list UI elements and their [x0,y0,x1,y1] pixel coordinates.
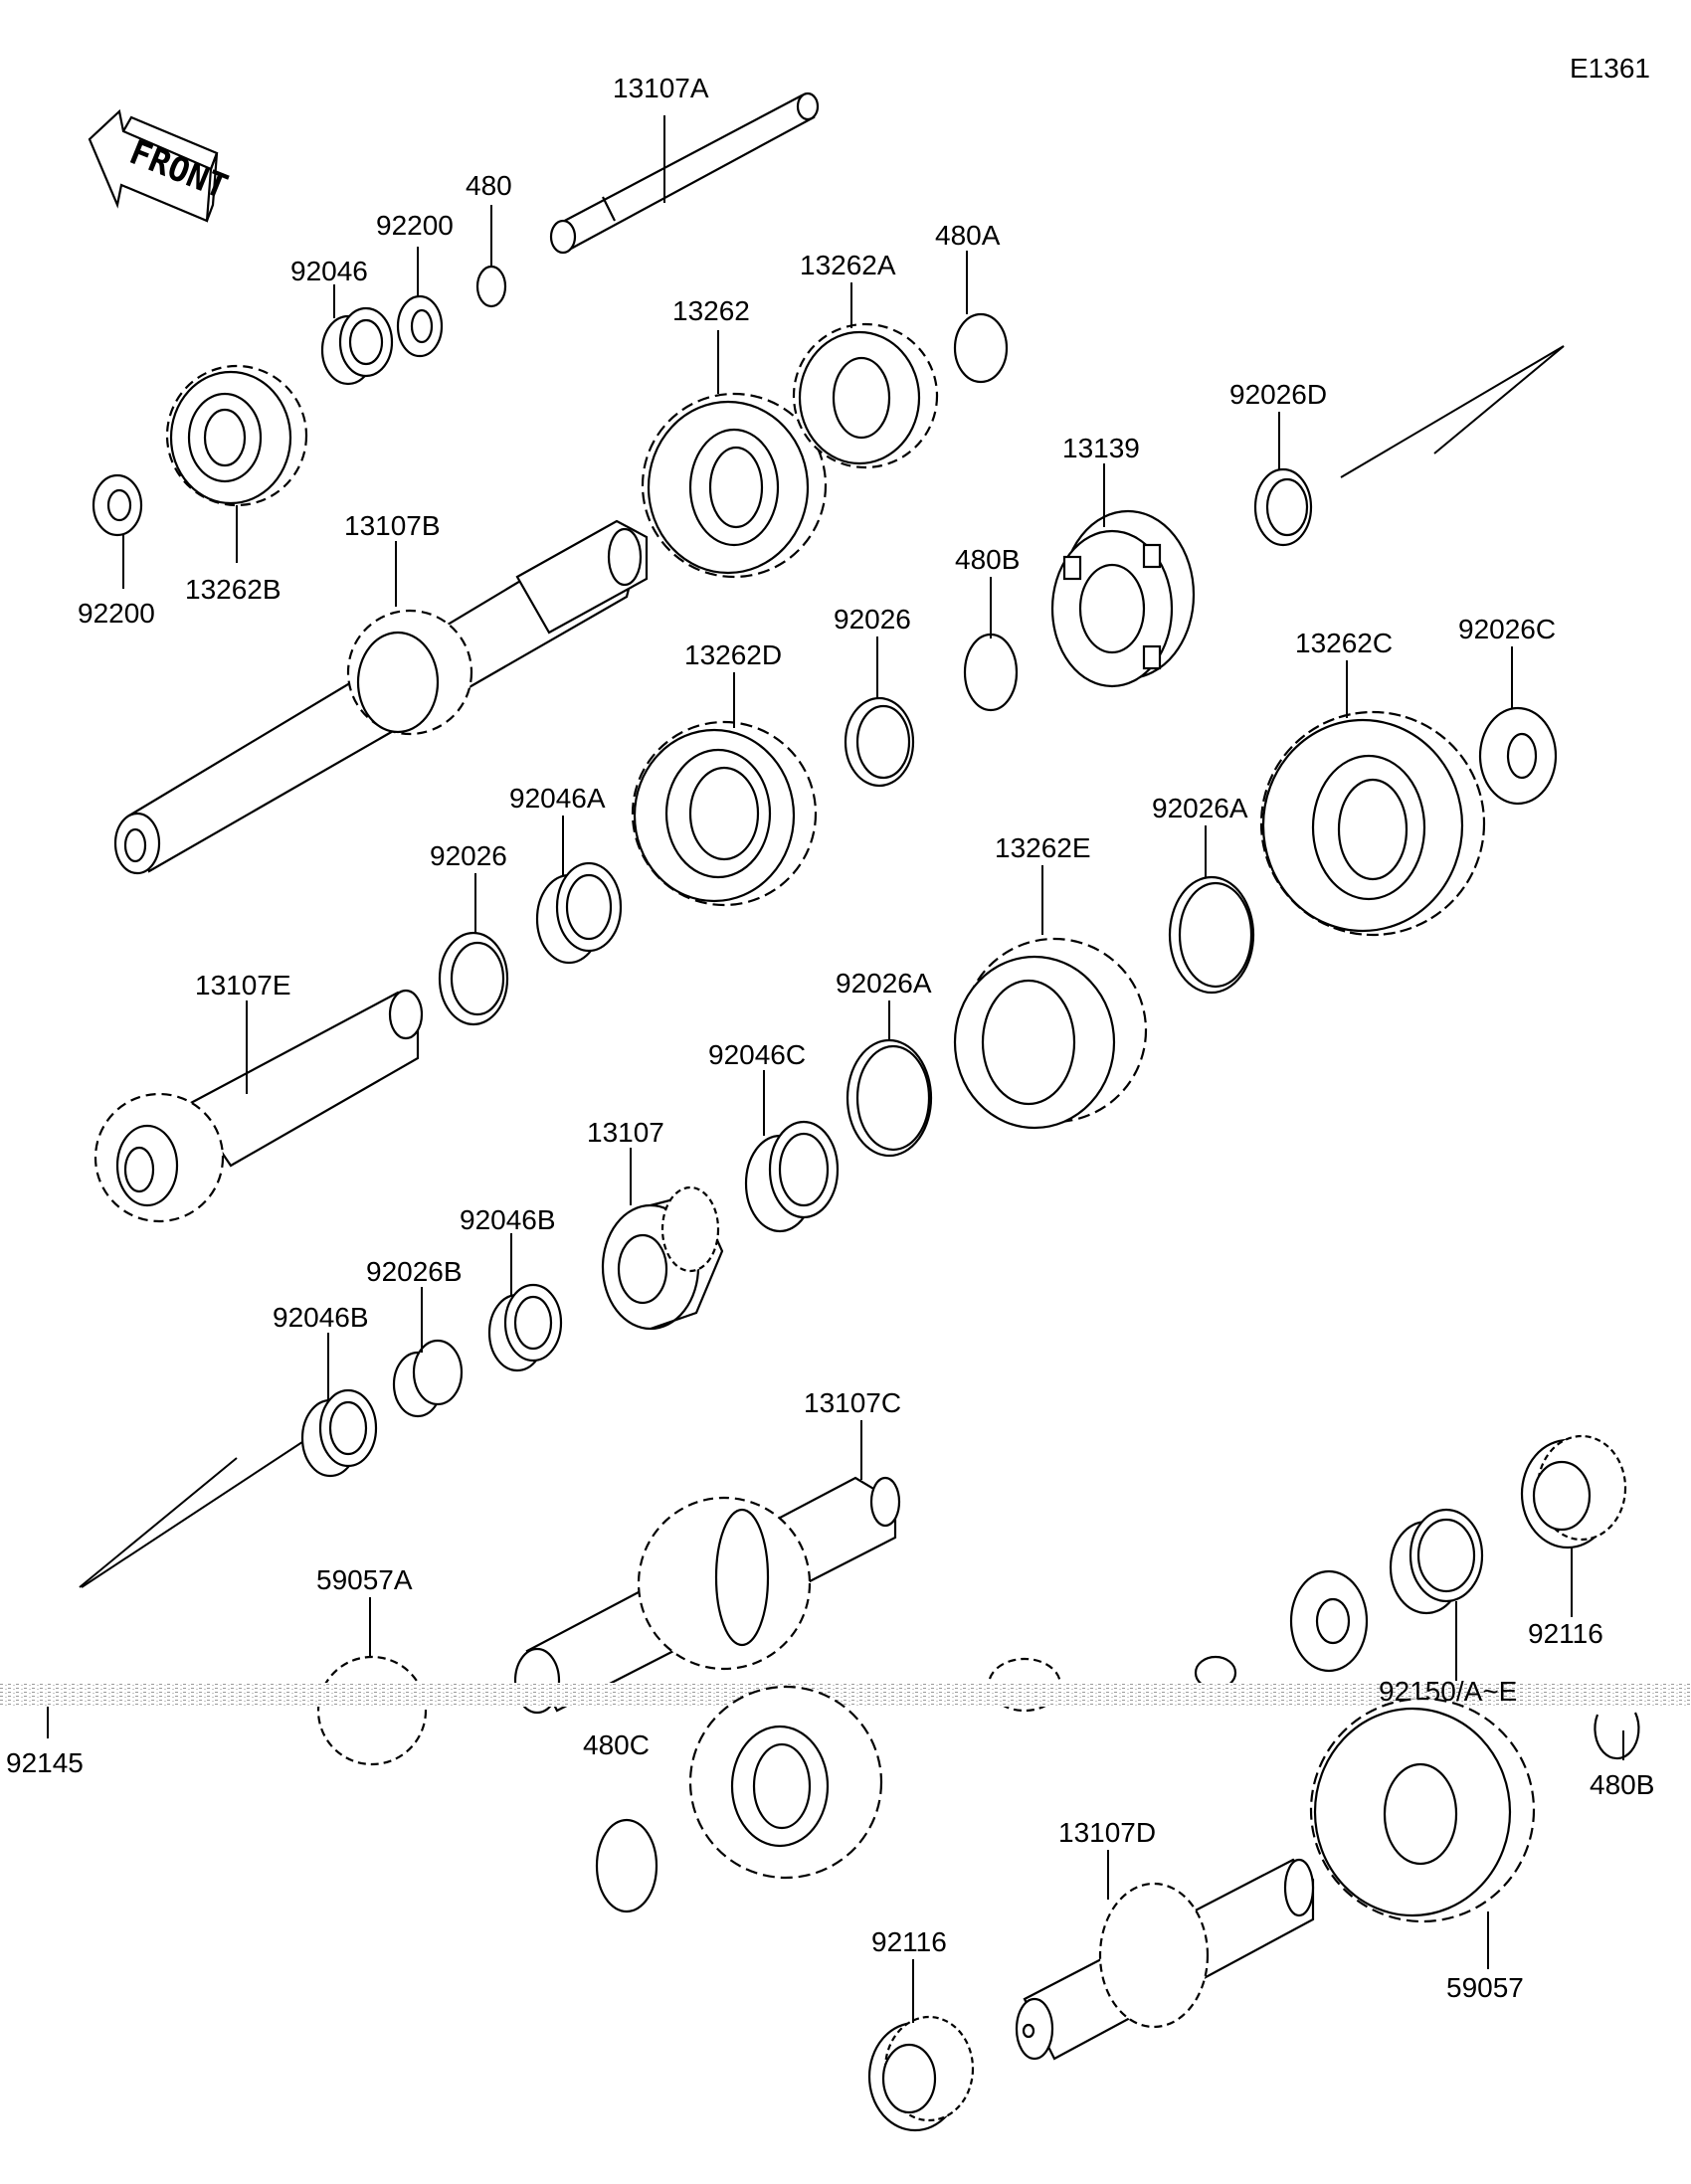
shaft-13107a [549,91,820,255]
part-label-92046b-lower: 92046B [273,1302,369,1333]
part-label-13107d: 13107D [1058,1817,1156,1848]
gear-13262a [792,322,939,469]
taper-bearing-92116-lower [867,2015,975,2132]
part-label-13262b: 13262B [185,574,282,605]
part-label-59057a: 59057A [316,1564,413,1595]
circlip-480b-lower [1594,1712,1640,1760]
part-label-13262d: 13262D [684,639,782,670]
washer-92150 [1289,1569,1369,1673]
part-label-92046b-upper: 92046B [460,1204,556,1235]
diagram-code: E1361 [1570,53,1650,84]
washer-92200-lower [92,473,143,537]
front-arrow-icon: FRONT [88,108,234,223]
assembly-guide-line [81,1437,309,1588]
part-label-480: 480 [466,170,512,201]
circlip-480 [475,265,507,308]
part-label-13107: 13107 [587,1117,664,1148]
washer-92026a-right [1168,875,1255,995]
part-label-13262: 13262 [672,295,750,326]
part-label-13139: 13139 [1062,433,1140,463]
needle-bearing-92046a [535,861,623,965]
shaft-13107b [113,519,649,875]
gear-13262e [953,937,1148,1130]
gear-13262b [165,364,308,507]
washer-92026c [1478,706,1558,806]
gear-13262d [631,720,818,907]
part-label-92200-upper: 92200 [376,210,454,241]
washer-92026-upper [844,696,915,788]
circlip-480a [953,312,1009,384]
washer-92026a-left [846,1038,933,1158]
part-label-92116-upper: 92116 [1528,1618,1603,1649]
part-label-92046a: 92046A [509,783,606,814]
part-label-92026a-right: 92026A [1152,793,1248,823]
part-label-13107a: 13107A [613,73,709,103]
shaft-13107e [94,989,424,1223]
part-label-92026c: 92026C [1458,614,1556,644]
part-label-13262a: 13262A [800,250,896,280]
sleeve-13107 [601,1185,724,1331]
part-labels: 13107A 480 92200 92046 92200 13262B 1326… [6,73,1654,2003]
circlip-480b-upper [963,633,1019,712]
circlip-480c [595,1818,658,1913]
needle-bearing-92046c [744,1120,840,1233]
needle-bearing-92046b-lower [300,1388,378,1478]
gear-output-large [688,1685,883,1880]
gear-59057a [316,1655,428,1766]
needle-bearing-92046 [320,306,394,386]
part-label-13107b: 13107B [344,510,441,541]
leader-lines [47,115,1624,2023]
shaft-13107d [1015,1858,1315,2061]
assembly-guide-line [1433,345,1565,455]
part-label-92026-middle: 92026 [430,840,507,871]
part-label-13262c: 13262C [1295,628,1393,658]
part-label-13262e: 13262E [995,832,1091,863]
shaft-13107c [513,1476,901,1715]
part-label-480c: 480C [583,1729,650,1760]
part-label-92026d: 92026D [1229,379,1327,410]
assembly-guide-line [79,1457,238,1588]
gear-13262 [641,392,828,579]
part-label-92026-upper: 92026 [834,604,911,635]
part-label-92046: 92046 [290,256,368,286]
assembly-guide-line [1340,345,1565,478]
part-label-480a: 480A [935,220,1001,251]
part-label-13107e: 13107E [195,970,291,1001]
washer-92200-upper [396,294,444,358]
washer-92026d [1253,467,1313,547]
sleeve-13139 [1050,509,1196,688]
part-label-92026b: 92026B [366,1256,463,1287]
part-label-480b-upper: 480B [955,544,1020,575]
part-label-92200-lower: 92200 [78,598,155,629]
part-label-92116-lower: 92116 [871,1926,947,1957]
washer-92026-middle [438,931,509,1026]
part-label-92145: 92145 [6,1747,84,1778]
part-label-92046c: 92046C [708,1039,806,1070]
part-label-59057: 59057 [1446,1972,1524,2003]
part-label-92026a-left: 92026A [836,968,932,999]
gear-59057 [1309,1697,1536,1923]
part-label-13107c: 13107C [804,1387,901,1418]
collar-92026b [392,1339,464,1418]
needle-bearing-92046b-upper [487,1283,563,1372]
collar-92150 [1389,1508,1484,1615]
part-label-480b-lower: 480B [1590,1769,1654,1800]
gear-13262c [1259,710,1486,937]
taper-bearing-92116-upper [1520,1434,1627,1549]
